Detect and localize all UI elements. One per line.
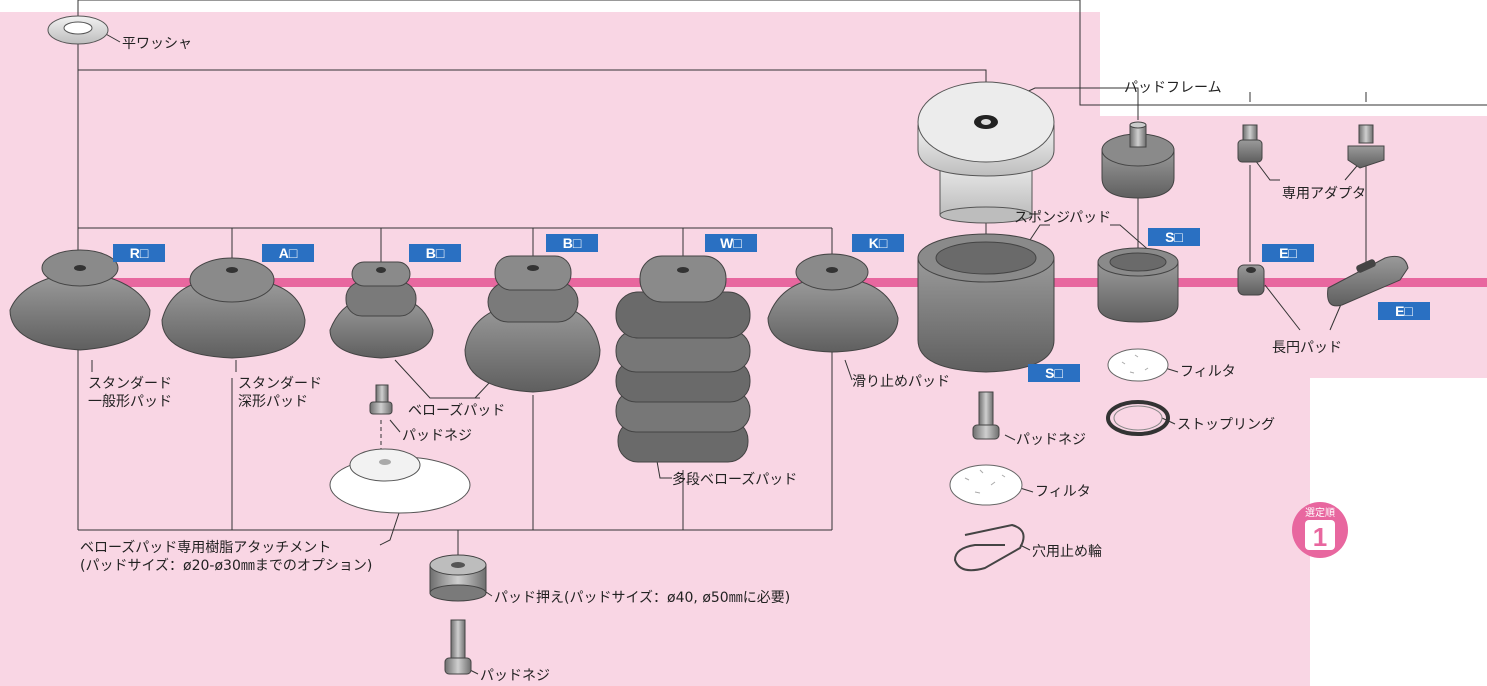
label-filter-right: フィルタ	[1180, 364, 1236, 380]
sponge-pad-small-part	[1098, 248, 1178, 322]
badge-w: W□	[705, 234, 757, 252]
selection-step-badge: 選定順 1	[1292, 502, 1348, 558]
badge-s-bottom: S□	[1028, 364, 1080, 382]
svg-text:B□: B□	[426, 245, 445, 261]
step-number: 1	[1313, 522, 1327, 552]
label-pad-screw-bellows: パッドネジ	[402, 428, 472, 444]
label-pad-screw-bottom: パッドネジ	[480, 668, 550, 684]
svg-text:R□: R□	[130, 245, 149, 261]
svg-text:E□: E□	[1279, 245, 1297, 261]
badge-b2: B□	[546, 234, 598, 252]
label-bellows-attachment-line2: (パッドサイズ：ø20-ø30㎜までのオプション)	[80, 558, 372, 574]
badge-e-top: E□	[1262, 244, 1314, 262]
svg-text:S□: S□	[1045, 365, 1063, 381]
step-title: 選定順	[1305, 506, 1335, 519]
label-standard-general-line1: スタンダード	[88, 376, 172, 392]
oval-pad-small-part	[1238, 265, 1264, 295]
flat-washer-part	[48, 16, 108, 44]
sponge-pad-large-part	[918, 234, 1054, 372]
svg-text:S□: S□	[1165, 229, 1183, 245]
label-multistage-bellows: 多段ベローズパッド	[672, 471, 797, 488]
svg-text:K□: K□	[869, 235, 888, 251]
svg-text:A□: A□	[279, 245, 298, 261]
label-pad-holder: パッド押え(パッドサイズ：ø40, ø50㎜に必要)	[494, 590, 790, 606]
pad-holder-part	[430, 555, 486, 601]
badge-a: A□	[262, 244, 314, 262]
label-sponge-pad: スポンジパッド	[1014, 210, 1111, 226]
badge-k: K□	[852, 234, 904, 252]
label-stop-ring: ストップリング	[1177, 417, 1275, 433]
label-standard-deep-line1: スタンダード	[238, 376, 322, 392]
svg-text:W□: W□	[720, 235, 742, 251]
label-pad-frame: パッドフレーム	[1124, 80, 1222, 96]
badge-s-top: S□	[1148, 228, 1200, 246]
label-standard-general-line2: 一般形パッド	[88, 394, 172, 410]
label-circlip: 穴用止め輪	[1032, 543, 1102, 560]
svg-text:E□: E□	[1395, 303, 1413, 319]
badge-e-bottom: E□	[1378, 302, 1430, 320]
badge-r: R□	[113, 244, 165, 262]
label-standard-deep-line2: 深形パッド	[238, 394, 308, 410]
label-oval-pad: 長円パッド	[1272, 340, 1342, 356]
badge-b1: B□	[409, 244, 461, 262]
svg-text:B□: B□	[563, 235, 582, 251]
label-flat-washer: 平ワッシャ	[122, 36, 192, 52]
label-bellows-attachment-line1: ベローズパッド専用樹脂アタッチメント	[80, 540, 331, 556]
label-pad-screw-sponge: パッドネジ	[1016, 432, 1086, 448]
label-dedicated-adapter: 専用アダプタ	[1282, 186, 1366, 202]
center-filter-part	[950, 465, 1022, 505]
label-nonslip-pad: 滑り止めパッド	[852, 373, 950, 390]
label-bellows-pad: ベローズパッド	[408, 403, 505, 419]
right-filter-part	[1108, 349, 1168, 381]
label-filter-center: フィルタ	[1035, 484, 1091, 500]
